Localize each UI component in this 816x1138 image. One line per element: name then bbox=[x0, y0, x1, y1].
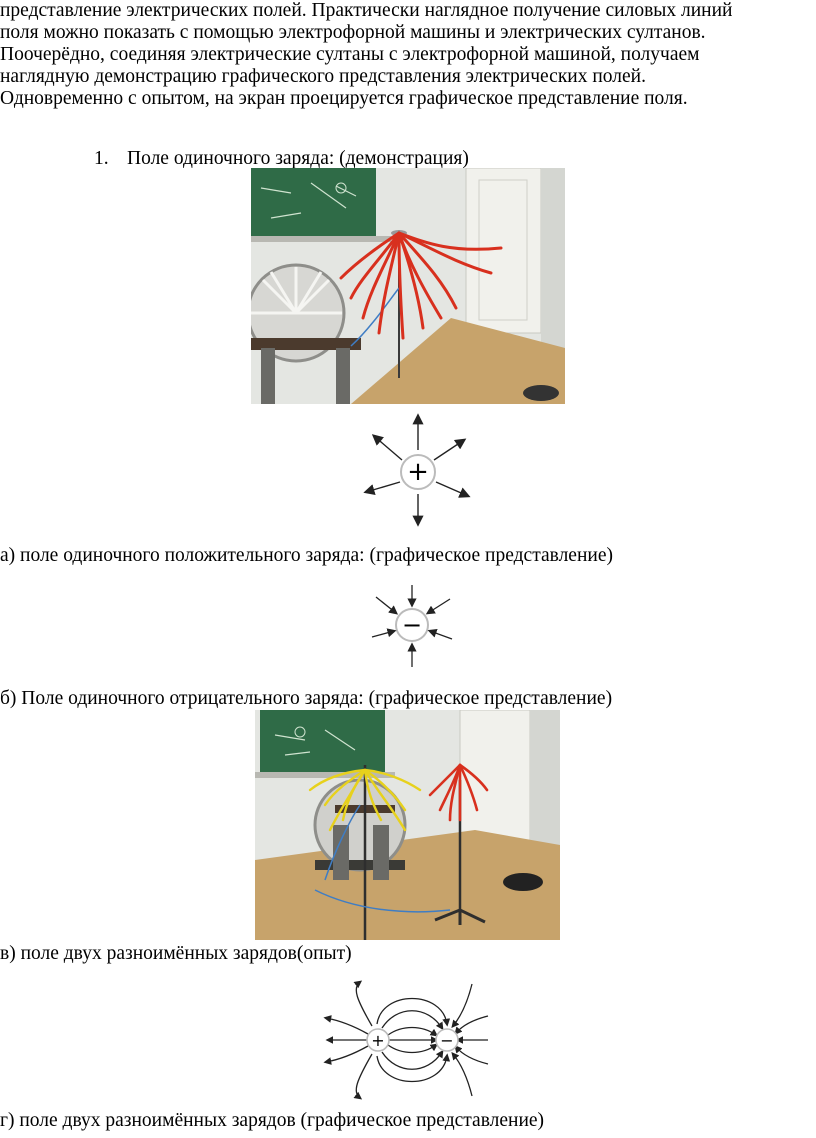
caption-v: в) поле двух разноимённых зарядов(опыт) bbox=[0, 943, 352, 964]
paragraph-line: представление электрических полей. Практ… bbox=[0, 0, 733, 21]
caption-b: б) Поле одиночного отрицательного заряда… bbox=[0, 688, 613, 709]
caption-g: г) поле двух разноимённых зарядов (графи… bbox=[0, 1110, 545, 1131]
positive-sign: + bbox=[407, 457, 429, 487]
negative-sign: − bbox=[440, 1031, 453, 1050]
list-item-text: Поле одиночного заряда: (демонстрация) bbox=[127, 148, 469, 169]
intro-paragraph: представление электрических полей. Практ… bbox=[0, 0, 816, 110]
diagram-negative-charge: − bbox=[371, 585, 453, 667]
caption-a: а) поле одиночного положительного заряда… bbox=[0, 545, 613, 566]
diagram-two-opposite-charges: + − bbox=[323, 980, 489, 1100]
paragraph-line: наглядную демонстрацию графического пред… bbox=[0, 66, 646, 87]
photo-two-charges-experiment bbox=[255, 710, 560, 940]
paragraph-line: Одновременно с опытом, на экран проециру… bbox=[0, 88, 688, 109]
paragraph-line: поля можно показать с помощью электрофор… bbox=[0, 22, 706, 43]
negative-sign: − bbox=[402, 611, 422, 639]
paragraph-line: Поочерёдно, соединяя электрические султа… bbox=[0, 44, 700, 65]
photo-single-charge-demo bbox=[251, 168, 565, 404]
positive-sign: + bbox=[371, 1031, 384, 1050]
diagram-positive-charge: + bbox=[363, 413, 471, 527]
list-item-number: 1. bbox=[94, 148, 109, 169]
